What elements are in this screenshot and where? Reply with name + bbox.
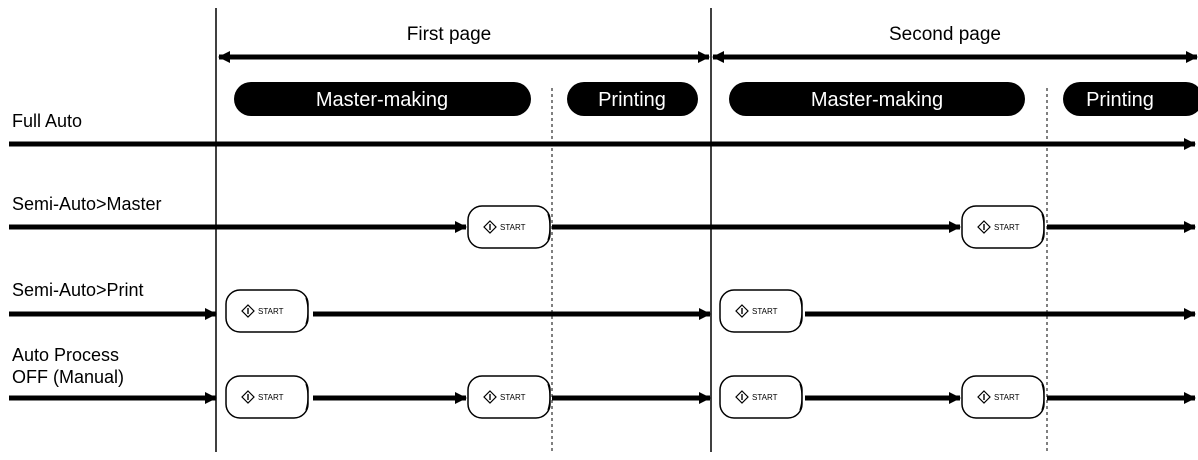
phase-pill-master-making [729, 82, 1025, 116]
start-button-label: START [500, 223, 526, 232]
start-diamond-icon [483, 220, 497, 234]
first-page-label: First page [407, 24, 491, 45]
start-diamond-icon [735, 304, 749, 318]
mode-label-semi-auto-master: Semi-Auto>Master [12, 194, 162, 214]
phase-pill-printing [1063, 82, 1198, 116]
start-button[interactable]: START [961, 375, 1045, 419]
mode-label-auto-process-off: Auto Process OFF (Manual) [12, 345, 124, 387]
start-button-label: START [500, 393, 526, 402]
start-button[interactable]: START [719, 289, 803, 333]
start-diamond-icon [483, 390, 497, 404]
phase-pill-label: Master-making [316, 89, 448, 111]
start-button-label: START [994, 223, 1020, 232]
start-diamond-icon [977, 220, 991, 234]
phase-pill-label: Printing [1086, 89, 1154, 111]
mode-label-full-auto: Full Auto [12, 111, 82, 131]
start-button-label: START [258, 393, 284, 402]
phase-pill-master-making [234, 82, 531, 116]
start-button-label: START [752, 393, 778, 402]
start-button[interactable]: START [467, 205, 551, 249]
second-page-label: Second page [889, 24, 1001, 45]
start-button[interactable]: START [961, 205, 1045, 249]
start-diamond-icon [735, 390, 749, 404]
start-diamond-icon [241, 304, 255, 318]
phase-pill-printing [567, 82, 698, 116]
mode-label-line: Auto Process [12, 345, 119, 365]
start-button[interactable]: START [225, 375, 309, 419]
start-diamond-icon [241, 390, 255, 404]
phase-pill-label: Printing [598, 89, 666, 111]
start-button-label: START [752, 307, 778, 316]
mode-label-line: OFF (Manual) [12, 367, 124, 387]
start-button-label: START [258, 307, 284, 316]
start-button[interactable]: START [719, 375, 803, 419]
start-button[interactable]: START [467, 375, 551, 419]
phase-pill-label: Master-making [811, 89, 943, 111]
start-diamond-icon [977, 390, 991, 404]
start-button-label: START [994, 393, 1020, 402]
start-button[interactable]: START [225, 289, 309, 333]
mode-label-semi-auto-print: Semi-Auto>Print [12, 280, 144, 300]
